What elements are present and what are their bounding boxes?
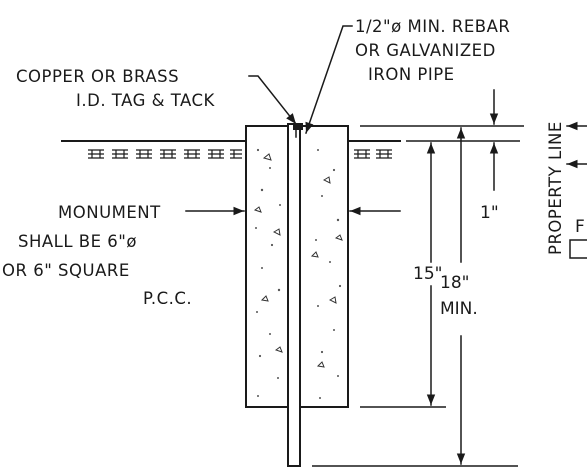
partial-right-label: F [575, 217, 585, 237]
property-line-label: PROPERTY LINE [546, 121, 565, 255]
rebar-pipe [287, 123, 301, 467]
monument-label-line4: P.C.C. [143, 289, 192, 308]
rebar-label-line3: IRON PIPE [368, 65, 455, 84]
tag-label-line1: COPPER OR BRASS [16, 67, 179, 86]
partial-right-box [569, 239, 587, 259]
rebar-leader [305, 25, 353, 134]
id-tag [293, 123, 303, 138]
dimension-15in-label: 15" [413, 264, 442, 284]
monument-label-line3: OR 6" SQUARE [2, 261, 130, 280]
ground-hatch-left [88, 149, 242, 159]
monument-label-line1: MONUMENT [58, 203, 161, 222]
tag-leader [248, 75, 298, 126]
dimension-min-label: MIN. [440, 299, 478, 319]
dimension-1in-label: 1" [480, 203, 499, 223]
dimension-18in-label: 18" [440, 273, 469, 293]
tag-label-line2: I.D. TAG & TACK [76, 91, 216, 110]
monument-label-line2: SHALL BE 6"ø [18, 232, 137, 251]
ground-surface-right [347, 140, 401, 159]
concrete-aggregate-texture [255, 148, 342, 399]
dimension-extension-lines [312, 125, 524, 467]
rebar-label-line2: OR GALVANIZED [355, 41, 496, 60]
property-line-arrows [566, 121, 587, 169]
rebar-label-line1: 1/2"ø MIN. REBAR [355, 17, 510, 36]
ground-surface-left [61, 140, 246, 159]
